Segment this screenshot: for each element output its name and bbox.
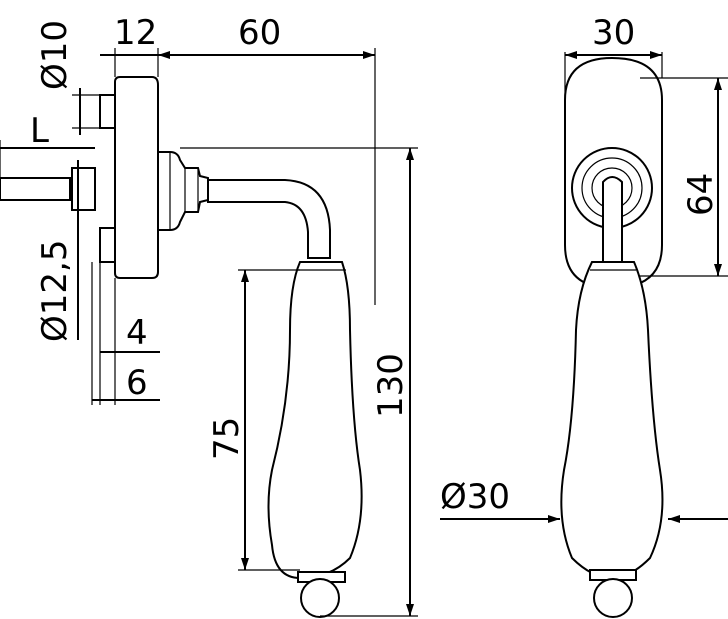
dim-grip-diameter: Ø30 bbox=[440, 477, 510, 517]
front-grip-cap bbox=[589, 569, 637, 581]
front-grip bbox=[560, 261, 664, 580]
dimension-lines bbox=[0, 48, 728, 617]
upper-pin bbox=[99, 94, 116, 129]
front-arm bbox=[602, 176, 623, 263]
dim-offset-a: 4 bbox=[126, 313, 148, 353]
dim-offset-b: 6 bbox=[126, 363, 148, 403]
lower-pin bbox=[99, 227, 116, 263]
back-plate bbox=[114, 76, 159, 279]
handle-arm bbox=[207, 179, 331, 259]
grip-knob bbox=[300, 578, 340, 618]
dim-projection: 60 bbox=[238, 13, 281, 53]
dim-spindle-diameter: Ø10 bbox=[35, 20, 75, 90]
dim-plate-thickness: 12 bbox=[114, 13, 157, 53]
spindle-bar bbox=[0, 177, 71, 201]
grip-cap bbox=[297, 571, 346, 583]
neck-step bbox=[157, 151, 209, 231]
spindle-collar bbox=[71, 167, 96, 211]
dim-total-height: 130 bbox=[371, 353, 411, 418]
grip-body bbox=[267, 261, 363, 580]
front-grip-knob bbox=[593, 578, 633, 618]
dim-rose-height: 64 bbox=[681, 173, 721, 216]
dim-rose-width: 30 bbox=[592, 13, 635, 53]
dim-grip-length: 75 bbox=[207, 417, 247, 460]
dim-spindle-length: L bbox=[30, 111, 49, 151]
front-view bbox=[560, 56, 664, 618]
dim-base-diameter: Ø12,5 bbox=[35, 240, 75, 342]
side-view bbox=[0, 76, 363, 618]
